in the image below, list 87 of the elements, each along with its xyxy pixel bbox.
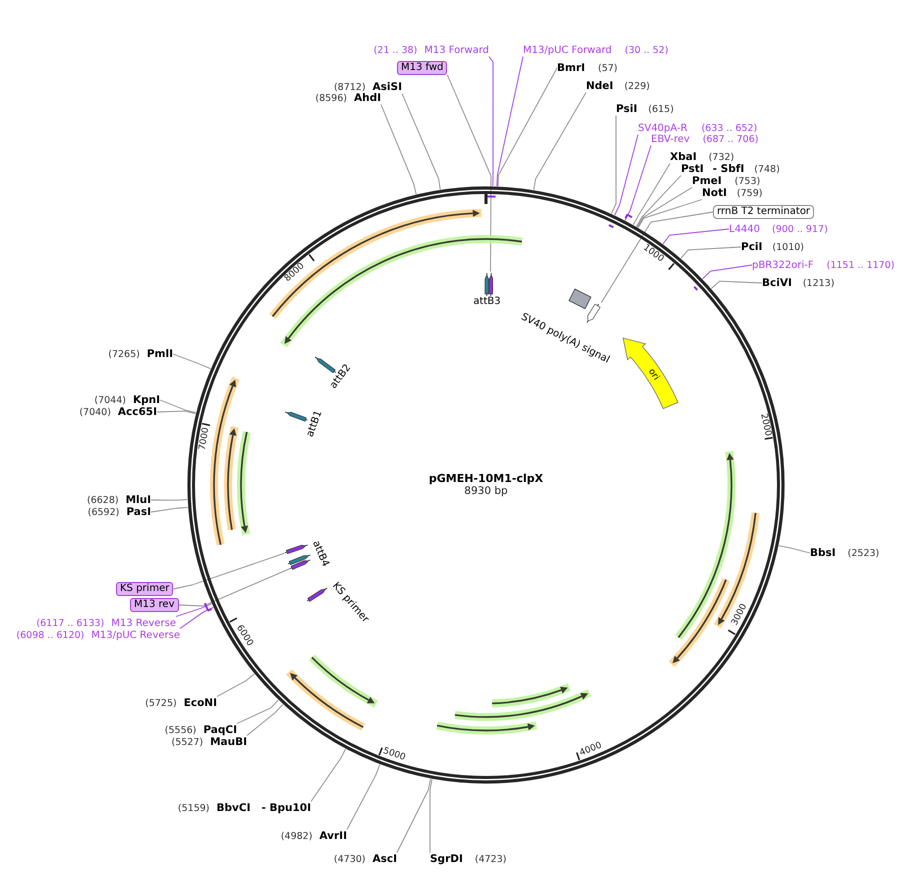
enzyme-site-label: BmrI (57) — [557, 62, 618, 74]
leader-line — [160, 400, 196, 414]
enzyme-site-label: (5159) BbvCI - Bpu10I — [178, 802, 311, 814]
leader-line — [180, 607, 214, 629]
enzyme-site-label: (6628) MluI — [86, 494, 151, 506]
primer-site-label: M13/pUC Forward (30 .. 52) — [523, 44, 668, 56]
leader-line — [638, 199, 702, 228]
enzyme-site-label: (5725) EcoNI — [145, 696, 217, 710]
leader-line — [498, 68, 558, 187]
leader-line — [702, 264, 752, 280]
enzyme-site-label: (4982) AvrII — [280, 830, 347, 842]
feature-arrow-icon — [288, 559, 312, 571]
leader-line — [636, 175, 682, 228]
primer-site-label: (6117 .. 6133) M13 Reverse — [36, 616, 176, 630]
scale-label: 4000 — [578, 742, 603, 758]
scale-label: 3000 — [730, 602, 749, 628]
leader-line — [310, 748, 346, 802]
enzyme-site-label: NdeI (229) — [586, 80, 650, 92]
feature-tag: KS primer — [116, 582, 174, 596]
leader-line — [488, 56, 494, 187]
enzyme-site-label: BciVI (1213) — [762, 276, 834, 290]
primer-site-label: EBV-rev (687 .. 706) — [651, 132, 758, 146]
leader-line — [533, 92, 586, 190]
leader-line — [446, 74, 492, 272]
leader-line — [614, 134, 638, 216]
enzyme-site-label: BbsI (2523) — [810, 546, 880, 560]
enzyme-site-label: (7265) PmlI — [108, 348, 173, 360]
feature-tag: M13 fwd — [397, 61, 448, 75]
enzyme-site-label: PciI (1010) — [741, 240, 804, 254]
leader-line — [380, 104, 417, 195]
leader-line — [402, 93, 441, 190]
feature-name: attB3 — [473, 297, 501, 307]
scale-label: 5000 — [382, 746, 407, 763]
primer-site-label: (6098 .. 6120) M13/pUC Reverse — [16, 628, 180, 642]
enzyme-site-label: (6592) PasI — [88, 506, 151, 518]
leader-line — [396, 778, 431, 853]
leader-line — [624, 145, 652, 221]
enzyme-site-label: PmeI (753) — [692, 174, 760, 188]
leader-line — [496, 56, 524, 187]
feature-tag: rrnB T2 terminator — [713, 205, 814, 219]
leader-line — [178, 568, 290, 606]
leader-line — [680, 246, 742, 259]
enzyme-site-label: (5527) MauBI — [172, 736, 247, 748]
enzyme-site-label: (8712) AsiSI — [334, 80, 402, 94]
leader-line — [176, 603, 212, 617]
leader-line — [430, 778, 432, 853]
leader-line — [710, 280, 762, 289]
plasmid-size: 8930 bp — [464, 485, 508, 498]
leader-line — [636, 187, 692, 228]
primer-site-label: (21 .. 38) M13 Forward — [374, 44, 489, 56]
feature-arrow-icon — [488, 272, 494, 297]
feature-name: attB1 — [306, 410, 324, 438]
leader-line — [662, 228, 730, 244]
enzyme-site-label: XbaI (732) — [670, 150, 734, 164]
leader-line — [150, 506, 188, 512]
enzyme-site-label: SgrDI (4723) — [430, 852, 506, 866]
feature-arrow-icon — [284, 544, 308, 556]
enzyme-site-label: (7044) KpnI — [94, 394, 160, 406]
scale-label: 7000 — [198, 426, 212, 451]
enzyme-site-label: (8596) AhdI — [315, 92, 381, 104]
enzyme-site-label: NotI (759) — [702, 186, 762, 200]
enzyme-site-label: (5556) PaqCI — [164, 724, 237, 736]
feature-name: attB4 — [310, 540, 330, 568]
enzyme-site-label: PstI - SbfI (748) — [681, 162, 780, 176]
leader-line — [216, 674, 255, 697]
primer-site-label: SV40pA-R (633 .. 652) — [638, 122, 758, 134]
leader-line — [156, 410, 196, 414]
leader-line — [346, 764, 380, 830]
primer-site-label: L4440 (900 .. 917) — [729, 222, 828, 236]
leader-line — [778, 545, 810, 554]
leader-line — [600, 212, 714, 304]
feature-tag: M13 rev — [130, 598, 178, 612]
plasmid-name: pGMEH-10M1-clpX — [428, 472, 544, 485]
leader-line — [172, 552, 286, 590]
enzyme-site-label: (7040) Acc65I — [79, 406, 157, 418]
leader-line — [632, 163, 670, 226]
enzyme-site-label: PsiI (615) — [616, 102, 674, 116]
leader-line — [610, 115, 616, 214]
feature-arrow-icon — [586, 302, 602, 324]
leader-line — [172, 354, 212, 370]
primer-site-label: pBR322ori-F (1151 .. 1170) — [752, 258, 894, 272]
leader-line — [150, 499, 188, 501]
feature-name: ori — [646, 368, 660, 382]
scale-label: 2000 — [758, 412, 772, 437]
leader-line — [246, 704, 284, 736]
leader-line — [236, 700, 279, 724]
enzyme-site-label: (4730) AscI — [334, 852, 397, 866]
